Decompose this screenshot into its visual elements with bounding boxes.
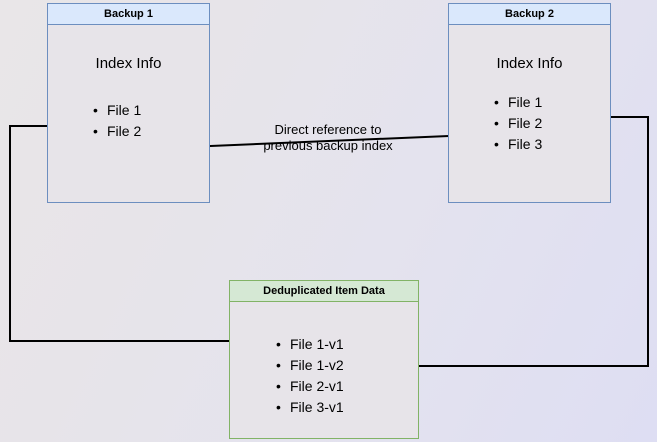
list-item: File 1-v2 <box>276 355 344 376</box>
node-backup-2-subtitle: Index Info <box>496 55 563 72</box>
node-deduplicated-item-data[interactable]: Deduplicated Item Data File 1-v1 File 1-… <box>229 280 419 439</box>
edge-label-line-1: Direct reference to <box>274 122 382 137</box>
edge-label-line-2: previous backup index <box>263 138 393 153</box>
node-deduplicated-file-list: File 1-v1 File 1-v2 File 2-v1 File 3-v1 <box>276 334 344 418</box>
node-backup-2-body: Index Info File 1 File 2 File 3 <box>449 25 610 202</box>
list-item: File 1-v1 <box>276 334 344 355</box>
node-backup-1-file-list: File 1 File 2 <box>93 100 141 142</box>
list-item: File 3-v1 <box>276 397 344 418</box>
connector-direct-reference <box>162 133 497 152</box>
node-backup-1[interactable]: Backup 1 Index Info File 1 File 2 <box>47 3 210 203</box>
edge-label-direct-reference: Direct reference to previous backup inde… <box>248 122 408 154</box>
node-backup-1-body: Index Info File 1 File 2 <box>48 25 209 202</box>
list-item: File 1 <box>93 100 141 121</box>
list-item: File 1 <box>494 92 542 113</box>
node-backup-1-subtitle: Index Info <box>95 55 162 72</box>
node-backup-1-header: Backup 1 <box>48 4 209 25</box>
node-deduplicated-item-data-body: File 1-v1 File 1-v2 File 2-v1 File 3-v1 <box>230 302 418 438</box>
node-deduplicated-item-data-header: Deduplicated Item Data <box>230 281 418 302</box>
connector-backup2-to-dedup <box>380 116 649 370</box>
list-item: File 2 <box>93 121 141 142</box>
node-backup-2-header: Backup 2 <box>449 4 610 25</box>
node-backup-2[interactable]: Backup 2 Index Info File 1 File 2 File 3 <box>448 3 611 203</box>
list-item: File 2-v1 <box>276 376 344 397</box>
list-item: File 3 <box>494 134 542 155</box>
list-item: File 2 <box>494 113 542 134</box>
node-backup-2-file-list: File 1 File 2 File 3 <box>494 92 542 155</box>
